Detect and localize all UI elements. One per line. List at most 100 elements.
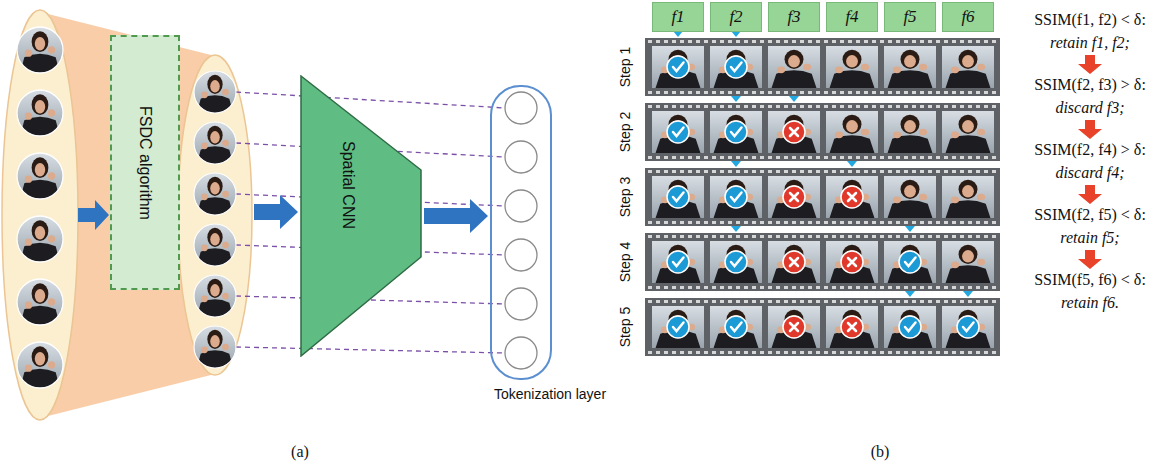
retain-badge: [725, 186, 747, 208]
frame-background: [826, 241, 878, 283]
frame-decision: retain f1, f2;: [1050, 34, 1130, 52]
step-arrow: [1078, 250, 1102, 269]
frame-background: [652, 306, 704, 348]
signer-face: [962, 185, 974, 197]
signer-hand: [201, 347, 208, 354]
signer-body: [197, 248, 233, 266]
frame-index-box: f2: [710, 2, 762, 32]
video-frame: [884, 306, 936, 348]
retain-badge: [667, 251, 689, 273]
frame-background: [884, 176, 936, 218]
signer-face: [846, 55, 858, 67]
frame-background: [826, 46, 878, 88]
video-frame: [884, 176, 936, 218]
node-label: Spatial CNN: [339, 141, 357, 229]
video-frame: [942, 46, 994, 88]
frame-decision-holder: retain f6.: [1061, 294, 1119, 312]
node-label: f5: [903, 7, 916, 27]
discard-badge: [783, 251, 805, 273]
video-frame: [652, 176, 704, 218]
video-frame: [826, 111, 878, 153]
frame-background: [942, 306, 994, 348]
signer-body: [197, 299, 233, 317]
signer-face: [962, 55, 974, 67]
signer-face: [904, 55, 916, 67]
signer-hand: [861, 129, 869, 136]
ssim-condition: SSIM(f2, f3) > δ:: [1034, 76, 1146, 94]
signer-hand: [919, 129, 927, 136]
signer-hair: [32, 346, 49, 367]
signer-body: [888, 200, 933, 218]
panel-label: (a): [291, 443, 309, 461]
signer-hair: [843, 115, 862, 134]
step-label-holder: Step 1: [605, 58, 645, 76]
frame-background: [942, 176, 994, 218]
signer-face: [35, 352, 45, 366]
signer-hair: [32, 283, 49, 304]
video-frame: [942, 241, 994, 283]
signer-body: [830, 70, 875, 88]
video-frame: [710, 111, 762, 153]
signer-hand: [48, 361, 55, 368]
signer-hand: [977, 129, 985, 136]
token-circle: [505, 288, 537, 320]
step-label-holder: Step 4: [605, 253, 645, 271]
ssim-condition-holder: SSIM(f2, f3) > δ:: [1034, 76, 1146, 94]
signer-hand: [201, 194, 208, 201]
frame-decision: retain f6.: [1061, 294, 1119, 312]
signer-body: [946, 200, 991, 218]
step-label-holder: Step 3: [605, 188, 645, 206]
frame-background: [17, 153, 63, 199]
video-frame: [710, 306, 762, 348]
ssim-condition-holder: SSIM(f1, f2) < δ:: [1034, 11, 1146, 29]
node-label: f2: [729, 7, 742, 27]
ssim-condition: SSIM(f2, f4) > δ:: [1034, 141, 1146, 159]
video-frame: [652, 46, 704, 88]
frame-background: [826, 111, 878, 153]
token-leader-line: [236, 347, 505, 353]
step-label: Step 5: [617, 307, 633, 347]
frame-thumbnail: [17, 279, 63, 325]
signer-face: [962, 250, 974, 262]
signer-hand: [48, 46, 55, 53]
frame-background: [710, 306, 762, 348]
frame-background: [710, 111, 762, 153]
signer-hand: [201, 296, 208, 303]
frame-background: [652, 46, 704, 88]
signer-hand: [25, 175, 32, 182]
frame-decision-holder: discard f3;: [1055, 99, 1124, 117]
signer-hair: [901, 50, 920, 69]
signer-hand: [777, 67, 785, 74]
frame-background: [194, 326, 236, 368]
node-label: f6: [961, 7, 974, 27]
compare-marker: [731, 226, 741, 232]
video-frame: [884, 241, 936, 283]
node-label: f1: [671, 7, 684, 27]
signer-hand: [25, 364, 32, 371]
data-flow-arrow: [424, 199, 488, 233]
signer-hand: [25, 112, 32, 119]
signer-hair: [32, 220, 49, 241]
ssim-condition-holder: SSIM(f5, f6) < δ:: [1034, 271, 1146, 289]
frame-index-box: f6: [942, 2, 994, 32]
video-frame: [884, 111, 936, 153]
signer-hand: [919, 194, 927, 201]
retain-badge: [667, 186, 689, 208]
frame-decision: discard f3;: [1055, 99, 1124, 117]
ssim-condition: SSIM(f1, f2) < δ:: [1034, 11, 1146, 29]
film-strip: [645, 298, 1000, 356]
retain-badge: [667, 56, 689, 78]
frame-background: [826, 176, 878, 218]
signer-body: [20, 117, 60, 136]
retain-badge: [957, 316, 979, 338]
film-strip: [645, 103, 1000, 161]
video-frame: [710, 46, 762, 88]
signer-face: [904, 120, 916, 132]
signer-hair: [32, 94, 49, 115]
frame-thumbnail: [194, 122, 236, 164]
frame-thumbnail: [194, 71, 236, 113]
compare-marker: [963, 291, 973, 297]
frame-background: [17, 90, 63, 136]
film-strip: [645, 168, 1000, 226]
